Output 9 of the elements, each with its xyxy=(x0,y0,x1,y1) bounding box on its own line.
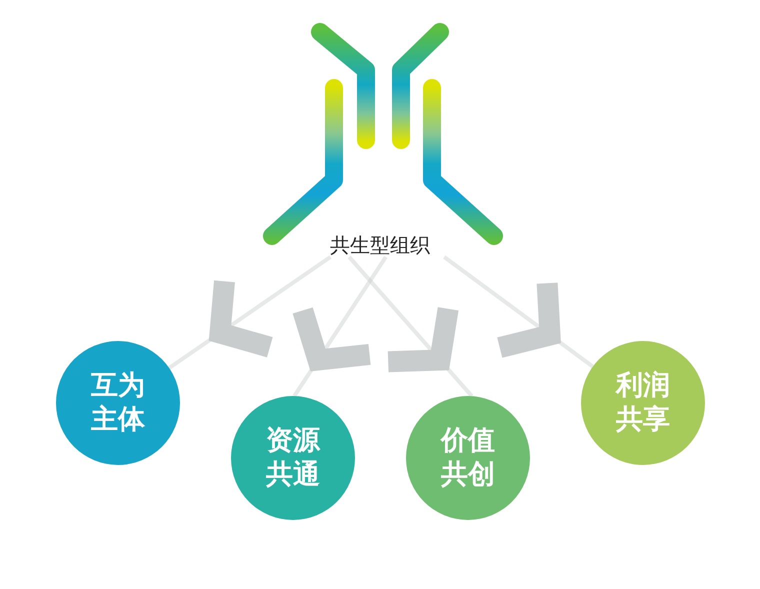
chevron-arrow xyxy=(292,256,388,398)
circle-label: 利润共享 xyxy=(614,369,671,437)
chevron-arrow xyxy=(443,255,594,368)
symbol-caption: 共生型组织 xyxy=(329,233,431,257)
chevron-arrow xyxy=(168,255,332,370)
chevron-arrow xyxy=(348,256,474,398)
circle-label: 互为主体 xyxy=(90,369,146,437)
circle-label: 资源共通 xyxy=(265,424,322,492)
circle-label: 价值共创 xyxy=(440,424,496,492)
